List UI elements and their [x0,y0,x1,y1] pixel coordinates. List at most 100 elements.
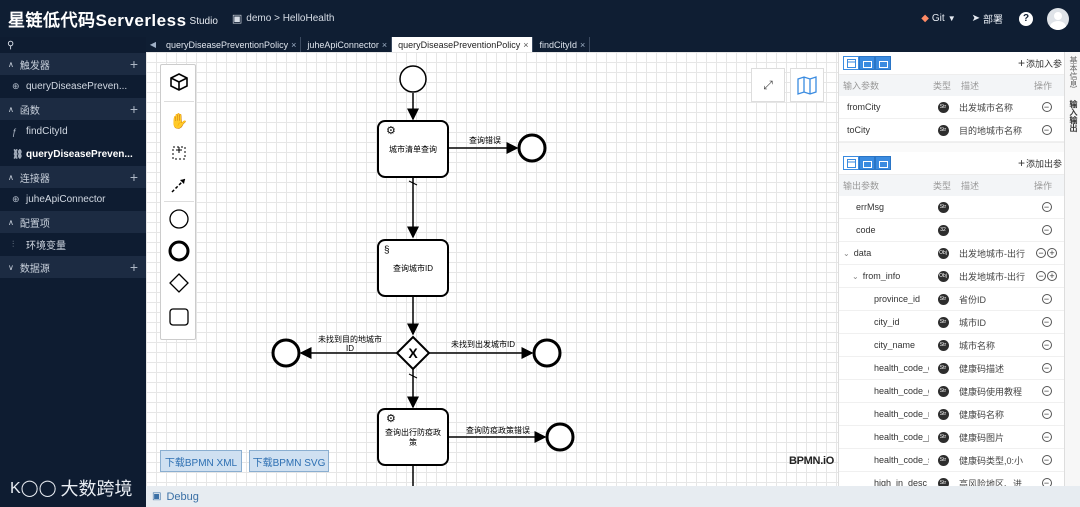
remove-icon[interactable]: − [1041,386,1052,396]
gateway-tool-icon[interactable] [166,271,192,295]
add-input-param-button[interactable]: +添加入参 [1018,56,1062,70]
remove-icon[interactable]: − [1041,202,1052,212]
export-icon[interactable] [875,56,891,70]
add-output-param-button[interactable]: +添加出参 [1018,156,1062,170]
close-icon[interactable]: × [523,39,529,50]
search-icon[interactable]: ⚲ [7,39,15,51]
remove-icon[interactable]: − [1041,409,1052,419]
remove-icon[interactable]: − [1041,225,1052,235]
remove-icon[interactable]: − [1041,317,1052,327]
task-tool-icon[interactable] [166,305,192,329]
table-row[interactable]: health_code_deStr健康码描述− [839,357,1064,380]
remove-icon[interactable]: − [1041,432,1052,442]
close-icon[interactable]: × [580,39,586,50]
bpmn-io-logo[interactable]: BPMN.iO [789,455,834,467]
remove-icon[interactable]: − [1041,340,1052,350]
table-view-icon[interactable] [843,56,859,70]
tab-input-output[interactable]: 输入输出 [1069,100,1078,132]
tabs-scroll-left-icon[interactable]: ◀ [149,40,157,49]
remove-icon[interactable]: − [1041,125,1052,135]
add-datasource-button[interactable]: + [129,259,138,275]
service-task-policy[interactable] [377,408,449,466]
remove-icon[interactable]: − [1036,271,1046,281]
table-row[interactable]: health_code_styStr健康码类型,0:小− [839,449,1064,472]
add-child-icon[interactable]: + [1047,271,1057,281]
import-icon[interactable] [859,56,875,70]
start-event-tool-icon[interactable] [166,207,192,231]
close-icon[interactable]: × [381,39,388,50]
remove-icon[interactable]: − [1041,478,1052,486]
sidebar-item-findcityid[interactable]: ƒ findCityId [0,120,146,143]
tab-query-policy-active[interactable]: queryDiseasePreventionPolicy× [392,37,534,52]
sidebar-item-query-policy[interactable]: ⛓ queryDiseasePreven... [0,143,146,166]
section-functions[interactable]: ∧ 函数 + [0,98,146,120]
git-menu[interactable]: ◆ Git ▼ [921,13,955,24]
tab-basic-info[interactable]: 基本信息 [1069,56,1078,88]
remove-icon[interactable]: − [1041,363,1052,373]
section-config[interactable]: ∧ 配置项 [0,211,146,233]
help-icon[interactable]: ? [1019,11,1033,26]
add-trigger-button[interactable]: + [129,56,138,72]
project-breadcrumb[interactable]: ▣ demo > HelloHealth [232,12,335,25]
deploy-button[interactable]: ➤ 部署 [972,11,1003,26]
sidebar-search[interactable]: ⚲ [0,37,146,53]
sidebar-item-env-vars[interactable]: ⫶ 环境变量 [0,233,146,256]
debug-bar[interactable]: ▣ Debug [146,486,1080,507]
hand-tool-icon[interactable]: ✋ [169,113,189,130]
connect-tool-icon[interactable] [166,173,192,197]
lasso-tool-icon[interactable] [166,141,192,165]
param-ops: − [1030,478,1063,486]
add-connector-button[interactable]: + [129,169,138,185]
export-icon[interactable] [875,156,891,170]
fit-viewport-icon[interactable]: ⤢ [751,68,785,102]
sidebar-item-trigger[interactable]: ⊕ queryDiseasePreven... [0,75,146,98]
download-svg-button[interactable]: 下载BPMN SVG [249,450,329,472]
cube-icon[interactable] [166,70,192,94]
end-event[interactable] [517,133,547,163]
section-datasources[interactable]: ∨ 数据源 + [0,256,146,278]
table-row[interactable]: health_code_naStr健康码名称− [839,403,1064,426]
end-event-tool-icon[interactable] [166,239,192,263]
section-connectors[interactable]: ∧ 连接器 + [0,166,146,188]
tab-juhe-connector[interactable]: juheApiConnector× [301,37,393,52]
tab-findcityid[interactable]: findCityId× [533,37,591,52]
end-event[interactable] [532,338,562,368]
remove-icon[interactable]: − [1041,294,1052,304]
download-xml-button[interactable]: 下载BPMN XML [160,450,242,472]
add-function-button[interactable]: + [129,101,138,117]
minimap-icon[interactable] [790,68,824,102]
start-event[interactable] [399,65,427,93]
avatar[interactable] [1047,7,1069,30]
remove-icon[interactable]: − [1036,248,1046,258]
import-icon[interactable] [859,156,875,170]
script-task-city-id[interactable] [377,239,449,297]
add-child-icon[interactable]: + [1047,248,1057,258]
end-event[interactable] [271,338,301,368]
section-triggers[interactable]: ∧ 触发器 + [0,53,146,75]
exclusive-gateway[interactable] [395,335,431,371]
remove-icon[interactable]: − [1041,455,1052,465]
table-view-icon[interactable] [843,156,859,170]
service-task-city-list[interactable] [377,120,449,178]
close-icon[interactable]: × [291,39,297,50]
remove-icon[interactable]: − [1041,102,1052,112]
param-desc: 健康码图片 [959,432,1005,443]
caret-icon[interactable]: ⌄ [852,272,859,281]
tab-query-policy-1[interactable]: queryDiseasePreventionPolicy× [160,37,302,52]
sidebar-item-connector[interactable]: ⊕ juheApiConnector [0,188,146,211]
bpmn-canvas[interactable]: ⚙ 城市清单查询 查询错误 § 查询城市ID X 未找到目的地城市 ID 未找到… [146,52,838,486]
end-event[interactable] [545,422,575,452]
caret-icon[interactable]: ⌄ [843,249,850,258]
